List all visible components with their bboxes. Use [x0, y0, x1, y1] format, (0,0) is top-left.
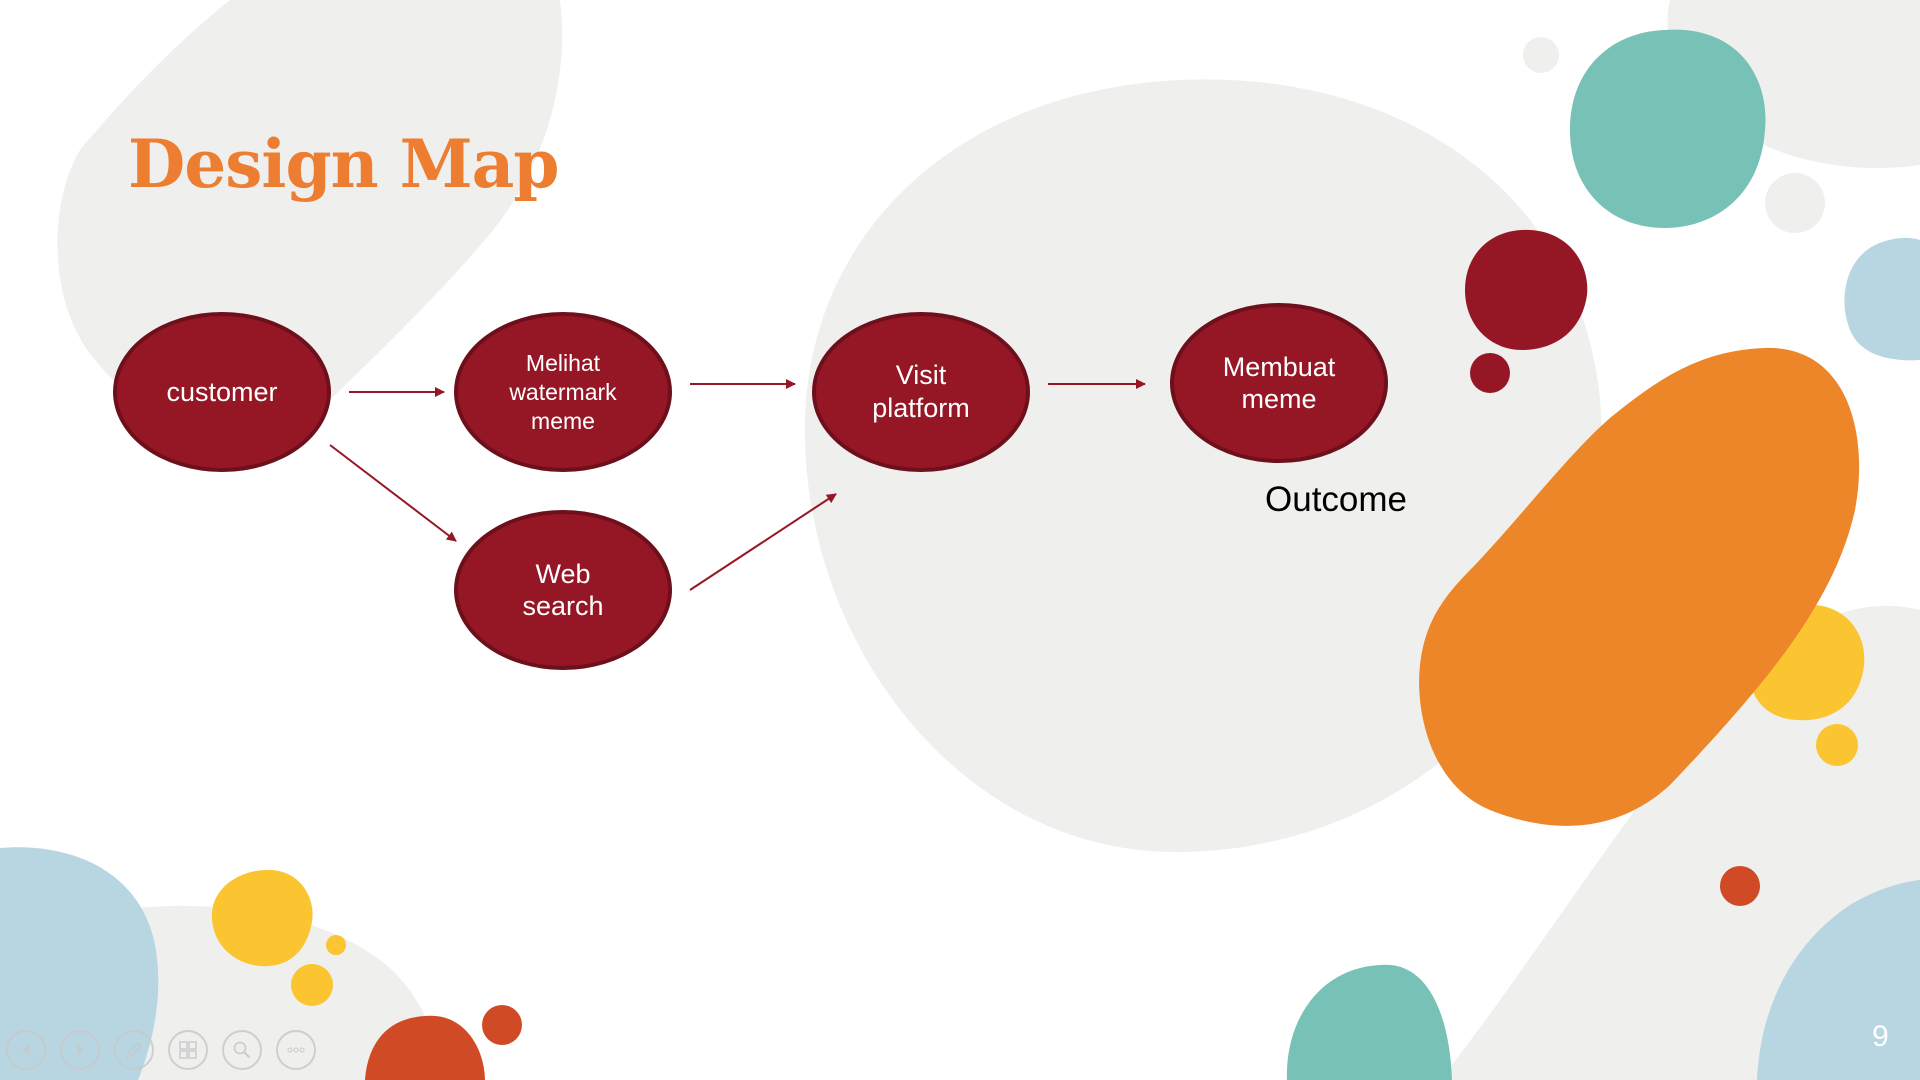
- node-melihat-watermark-meme: Melihat watermark meme: [454, 312, 672, 472]
- slide-number: 9: [1872, 1020, 1889, 1053]
- more-options-icon: [287, 1047, 305, 1053]
- node-web-search: Web search: [454, 510, 672, 670]
- pen-icon: [125, 1041, 143, 1059]
- presentation-controls: [6, 1030, 316, 1070]
- node-customer: customer: [113, 312, 331, 472]
- see-all-slides-button[interactable]: [168, 1030, 208, 1070]
- pen-tool-button[interactable]: [114, 1030, 154, 1070]
- node-membuat-meme: Membuat meme: [1170, 303, 1388, 463]
- node-customer-label: customer: [166, 376, 278, 407]
- more-options-button[interactable]: [276, 1030, 316, 1070]
- node-web-search-label: Web search: [522, 559, 604, 621]
- previous-icon: [22, 1044, 29, 1056]
- outcome-label: Outcome: [1265, 480, 1407, 519]
- zoom-button[interactable]: [222, 1030, 262, 1070]
- node-visit-platform-label: Visit platform: [872, 360, 970, 423]
- node-visit-platform: Visit platform: [812, 312, 1030, 472]
- next-slide-button[interactable]: [60, 1030, 100, 1070]
- previous-slide-button[interactable]: [6, 1030, 46, 1070]
- node-melihat-label: Melihat watermark meme: [509, 349, 617, 434]
- slides-grid-icon: [179, 1041, 197, 1059]
- slide-title: Design Map: [128, 125, 560, 203]
- zoom-icon: [233, 1041, 251, 1059]
- node-membuat-meme-label: Membuat meme: [1222, 352, 1336, 414]
- next-icon: [77, 1044, 84, 1056]
